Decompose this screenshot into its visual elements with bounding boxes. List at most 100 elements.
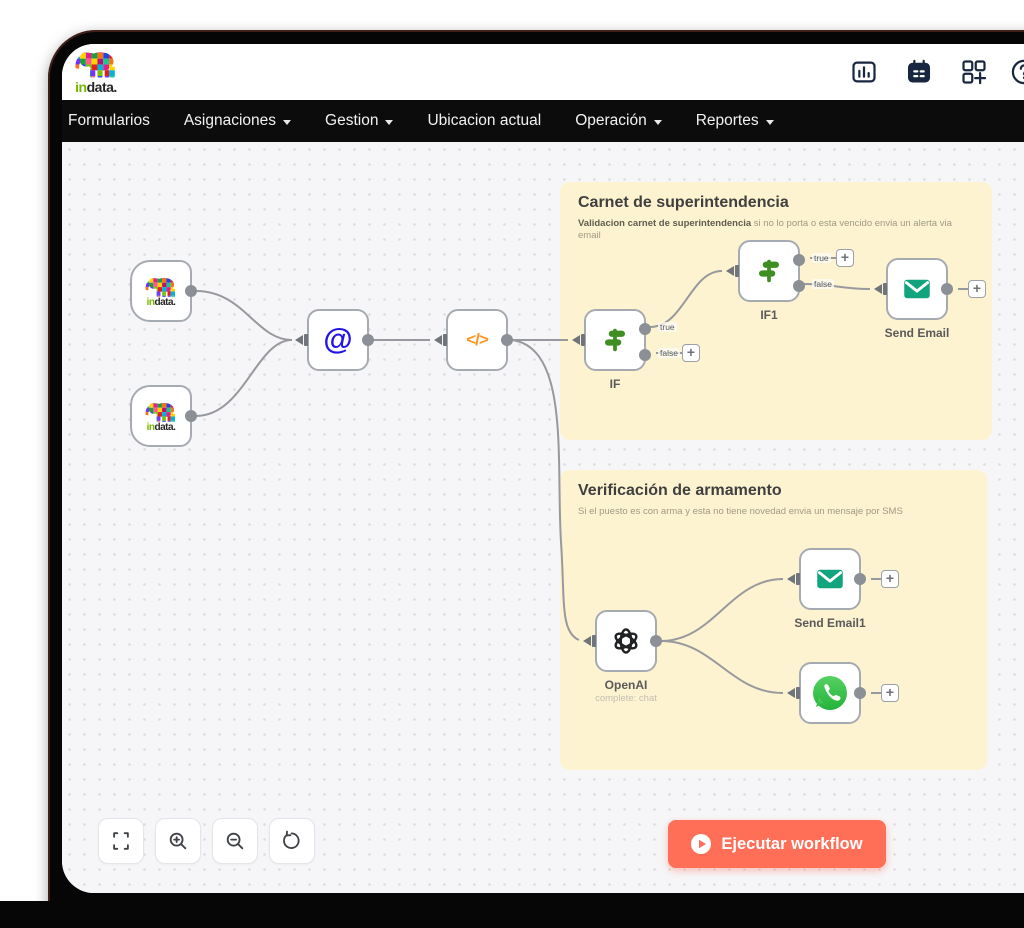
main-navbar: Formularios Asignaciones Gestion Ubicaci…	[62, 100, 1024, 142]
node-label: OpenAI	[604, 678, 648, 692]
nav-ubicacion-actual[interactable]: Ubicacion actual	[427, 112, 542, 129]
node-label: IF1	[760, 308, 778, 322]
output-port[interactable]	[362, 334, 374, 346]
node-if[interactable]: IF	[584, 309, 651, 391]
add-node-button[interactable]	[968, 280, 986, 298]
node-code[interactable]: </>	[446, 309, 513, 371]
output-port-true[interactable]	[639, 323, 651, 335]
add-node-button[interactable]	[836, 249, 854, 267]
chevron-down-icon	[653, 119, 662, 125]
edge	[660, 640, 784, 694]
bar-chart-icon[interactable]	[850, 58, 878, 86]
tablet-bottom-bezel	[0, 901, 1024, 928]
undo-icon	[283, 830, 300, 849]
zoom-to-fit-button[interactable]	[98, 818, 144, 864]
envelope-icon	[900, 272, 934, 306]
edge	[660, 578, 784, 642]
sticky-title: Carnet de superintendencia	[578, 194, 789, 211]
node-email-read[interactable]: @	[307, 309, 374, 371]
workflow-canvas[interactable]: Carnet de superintendencia Validacion ca…	[62, 142, 1024, 893]
output-port[interactable]	[650, 635, 662, 647]
output-port-false[interactable]	[793, 280, 805, 292]
input-port[interactable]	[787, 572, 801, 586]
input-port[interactable]	[787, 686, 801, 700]
input-port[interactable]	[572, 333, 586, 347]
sticky-title: Verificación de armamento	[578, 482, 782, 499]
sticky-description: Validacion carnet de superintendencia si…	[578, 218, 952, 242]
elephant-logo-icon	[70, 47, 122, 79]
add-node-button[interactable]	[682, 344, 700, 362]
port-label-true: true	[658, 322, 677, 333]
output-port[interactable]	[185, 285, 197, 297]
nav-operacion[interactable]: Operación	[575, 112, 662, 130]
run-workflow-button[interactable]: Ejecutar workflow	[668, 820, 886, 868]
zoom-in-icon	[169, 832, 187, 850]
at-icon: @	[323, 323, 353, 356]
node-send-email1[interactable]: Send Email1	[799, 548, 866, 630]
output-port[interactable]	[854, 687, 866, 699]
port-label-false: false	[812, 279, 834, 290]
if-filter-icon	[754, 256, 784, 286]
nav-gestion[interactable]: Gestion	[325, 112, 394, 130]
output-port[interactable]	[501, 334, 513, 346]
chevron-down-icon	[385, 119, 394, 125]
node-sublabel: complete: chat	[595, 693, 657, 704]
output-port[interactable]	[941, 283, 953, 295]
canvas-controls	[98, 818, 315, 864]
elephant-logo-icon	[141, 399, 181, 423]
zoom-out-button[interactable]	[212, 818, 258, 864]
zoom-to-fit-icon	[113, 832, 129, 850]
node-label: Send Email	[884, 326, 950, 340]
port-label-true: true	[812, 253, 831, 264]
play-icon	[691, 834, 712, 854]
chevron-down-icon	[765, 119, 774, 125]
calendar-icon[interactable]	[905, 58, 933, 86]
input-port[interactable]	[434, 333, 448, 347]
elephant-logo-icon	[141, 274, 181, 298]
node-send-email[interactable]: Send Email	[886, 258, 953, 340]
code-icon: </>	[466, 330, 489, 349]
edge	[195, 339, 293, 417]
edge	[803, 283, 871, 290]
port-label-false: false	[658, 348, 680, 359]
whatsapp-icon	[813, 676, 847, 710]
node-openai[interactable]: OpenAI complete: chat	[595, 610, 662, 704]
reset-zoom-button[interactable]	[269, 818, 315, 864]
input-port[interactable]	[583, 634, 597, 648]
workflow-edges	[195, 257, 972, 694]
nav-reportes[interactable]: Reportes	[696, 112, 774, 130]
edge	[511, 339, 580, 641]
node-whatsapp[interactable]	[799, 662, 866, 724]
output-port[interactable]	[185, 410, 197, 422]
output-port-false[interactable]	[639, 349, 651, 361]
help-icon[interactable]	[1010, 58, 1024, 86]
node-label: IF	[609, 377, 621, 391]
chevron-down-icon	[283, 119, 292, 125]
add-node-button[interactable]	[881, 684, 899, 702]
add-node-button[interactable]	[881, 570, 899, 588]
zoom-in-button[interactable]	[155, 818, 201, 864]
input-port[interactable]	[295, 333, 309, 347]
openai-icon	[614, 628, 638, 654]
nav-formularios[interactable]: Formularios	[68, 112, 150, 129]
apps-grid-add-icon[interactable]	[960, 58, 988, 86]
output-port-true[interactable]	[793, 254, 805, 266]
sticky-description: Si el puesto es con arma y esta no tiene…	[578, 506, 903, 517]
edge	[195, 290, 293, 341]
output-port[interactable]	[854, 573, 866, 585]
if-filter-icon	[600, 325, 630, 355]
input-port[interactable]	[726, 264, 740, 278]
zoom-out-icon	[226, 832, 244, 850]
node-if1[interactable]: IF1	[738, 240, 805, 322]
nav-asignaciones[interactable]: Asignaciones	[184, 112, 292, 130]
input-port[interactable]	[874, 282, 888, 296]
